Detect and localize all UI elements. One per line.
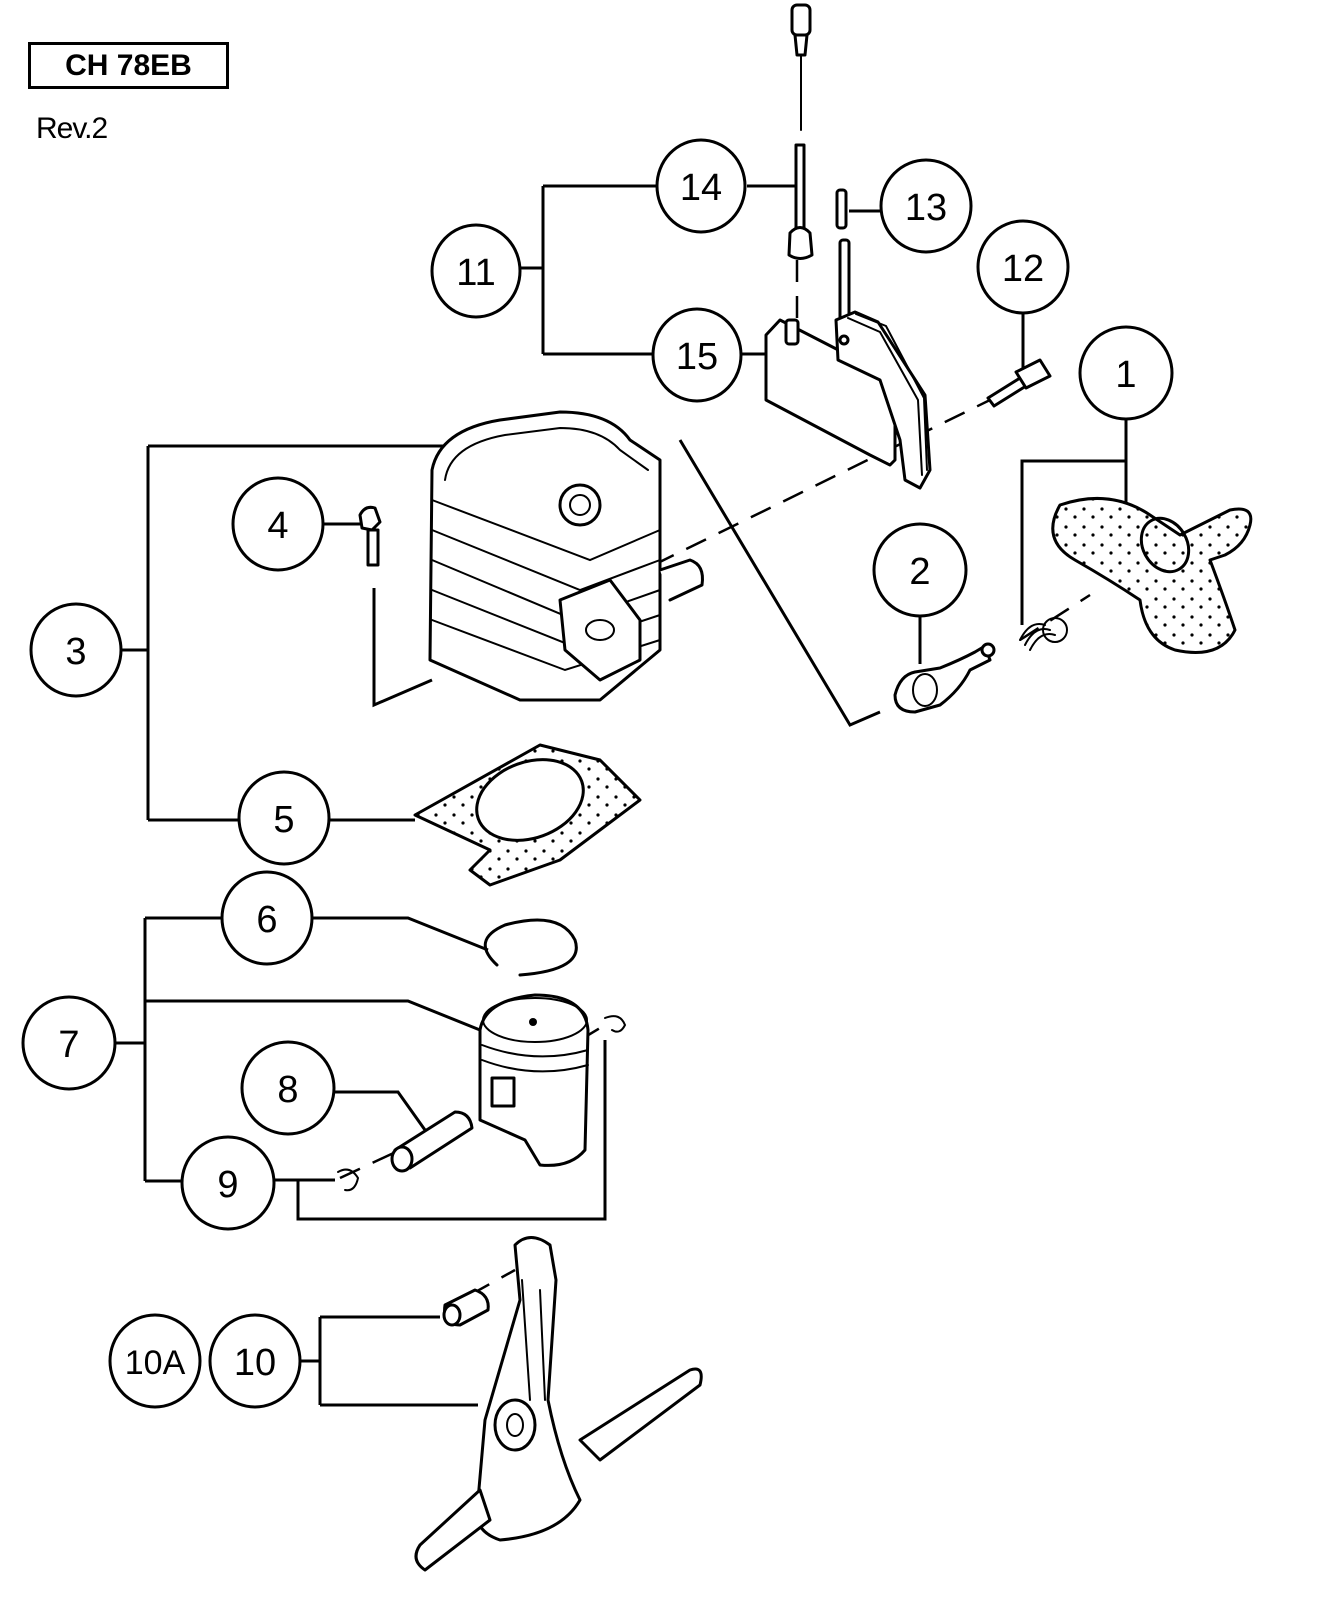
- plug-cap-part: [787, 3, 814, 260]
- callout-6[interactable]: 6: [220, 870, 314, 966]
- svg-text:4: 4: [267, 505, 288, 547]
- svg-text:15: 15: [676, 336, 718, 378]
- cylinder-part: [428, 410, 704, 702]
- svg-text:10: 10: [234, 1342, 276, 1384]
- model-number: CH 78EB: [65, 48, 192, 82]
- callout-4[interactable]: 4: [231, 476, 325, 572]
- cylinder-gasket-part: [413, 743, 642, 887]
- callout-5[interactable]: 5: [237, 770, 331, 866]
- svg-text:9: 9: [217, 1164, 238, 1206]
- piston-ring-part: [483, 918, 578, 977]
- callout-12[interactable]: 12: [976, 219, 1070, 315]
- starter-pulley-part: [1019, 496, 1253, 654]
- svg-text:2: 2: [909, 551, 930, 593]
- crankshaft-part: [414, 1236, 703, 1572]
- svg-text:11: 11: [456, 252, 495, 294]
- ignition-coil-part: [764, 310, 932, 490]
- callout-2[interactable]: 2: [872, 522, 968, 618]
- svg-text:5: 5: [273, 799, 294, 841]
- callout-1[interactable]: 1: [1078, 325, 1174, 421]
- callout-9[interactable]: 9: [180, 1135, 276, 1231]
- circlip-part: [337, 1168, 360, 1192]
- svg-text:6: 6: [256, 899, 277, 941]
- cylinder-screw-part: [358, 505, 382, 567]
- piston-part: [478, 993, 627, 1167]
- callout-14[interactable]: 14: [655, 138, 747, 234]
- svg-text:3: 3: [65, 631, 86, 673]
- coil-screw-part: [986, 358, 1052, 408]
- svg-text:8: 8: [277, 1069, 298, 1111]
- model-number-box: CH 78EB: [28, 42, 229, 89]
- svg-text:10A: 10A: [125, 1344, 186, 1382]
- svg-text:14: 14: [680, 167, 722, 209]
- callout-7[interactable]: 7: [21, 995, 117, 1091]
- revision-label: Rev.2: [36, 112, 108, 145]
- svg-text:7: 7: [58, 1024, 79, 1066]
- piston-pin-part: [390, 1110, 474, 1173]
- callout-15[interactable]: 15: [651, 307, 743, 403]
- svg-text:12: 12: [1002, 248, 1044, 290]
- terminal-part: [835, 188, 851, 322]
- svg-text:1: 1: [1115, 354, 1136, 396]
- svg-text:13: 13: [905, 187, 947, 229]
- callout-10[interactable]: 10: [208, 1313, 302, 1409]
- spark-plug-part: [893, 642, 996, 714]
- callout-3[interactable]: 3: [29, 602, 123, 698]
- callouts: 1 2 3 4 5 6 7 8: [21, 138, 1174, 1409]
- callout-13[interactable]: 13: [879, 158, 973, 254]
- callout-11[interactable]: 11: [430, 223, 522, 319]
- callout-10a[interactable]: 10A: [108, 1313, 202, 1409]
- callout-8[interactable]: 8: [240, 1040, 336, 1136]
